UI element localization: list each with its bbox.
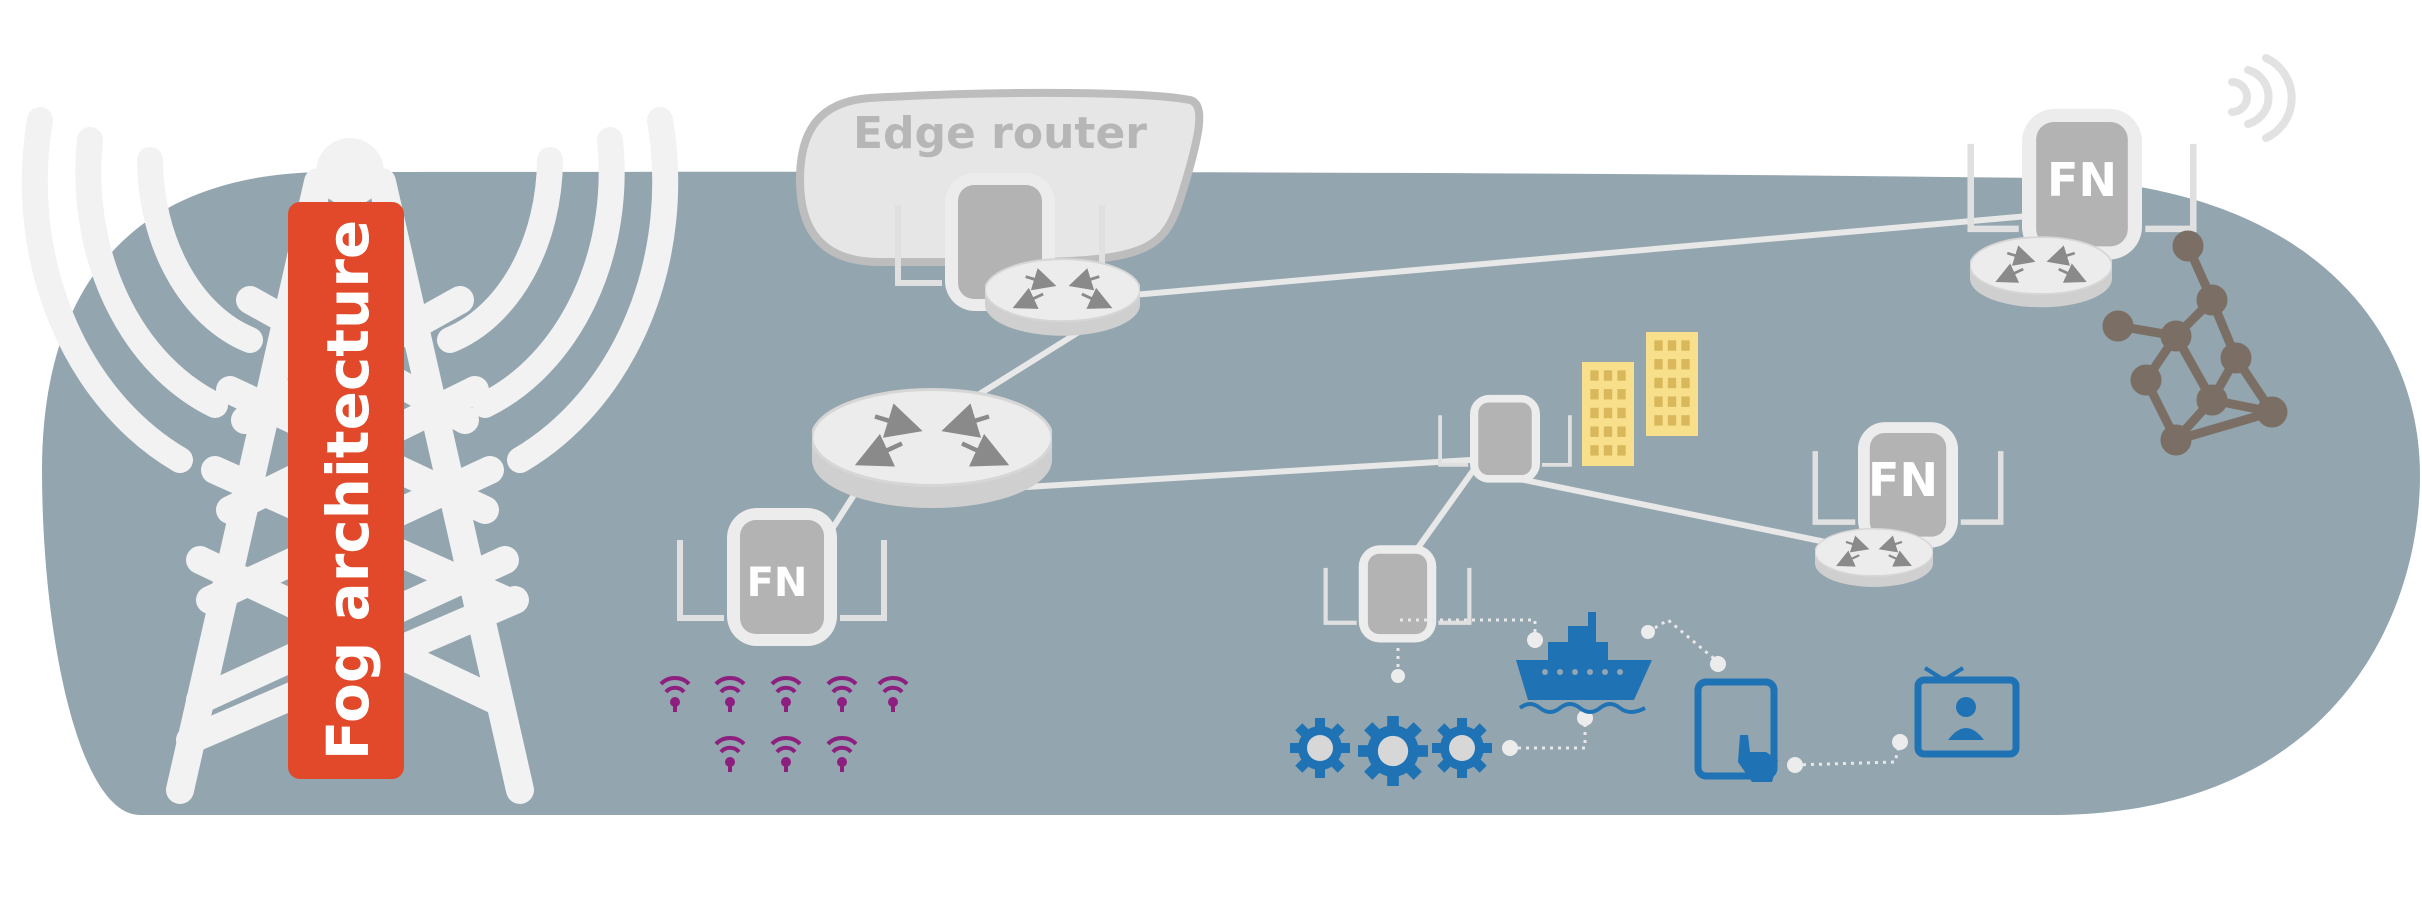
link-endpoints	[1391, 625, 1908, 773]
fog-node-label: FN	[1868, 453, 1938, 507]
building-icon	[1582, 362, 1634, 466]
gear-icon	[1290, 718, 1350, 778]
gear-icon	[1358, 716, 1428, 786]
fog-node-label: FN	[2047, 153, 2117, 207]
mesh-network-icon	[2102, 230, 2288, 456]
tv-icon	[1914, 666, 2020, 758]
building-icon	[1646, 332, 1698, 436]
router-icon	[985, 259, 1140, 336]
router-icon	[1815, 529, 1933, 587]
fog-node-label: FN	[747, 560, 808, 606]
title-banner	[288, 202, 404, 779]
router-icon	[1970, 237, 2112, 307]
fog-node-left: FN	[680, 508, 884, 646]
router-icon	[812, 390, 1052, 509]
tower-top	[316, 138, 384, 206]
fog-node-top-right: FN	[1970, 54, 2296, 307]
fog-node-right: FN	[1815, 422, 2001, 587]
ship-icon	[1516, 612, 1652, 714]
tablet-icon	[1694, 678, 1778, 782]
edge-router-group: Edge router	[795, 88, 1204, 336]
gear-icon	[1432, 718, 1492, 778]
wireless-signal-icon	[2228, 54, 2296, 142]
edge-router-label: Edge router	[853, 108, 1147, 159]
diagram-title: Fog architecture	[314, 220, 382, 761]
